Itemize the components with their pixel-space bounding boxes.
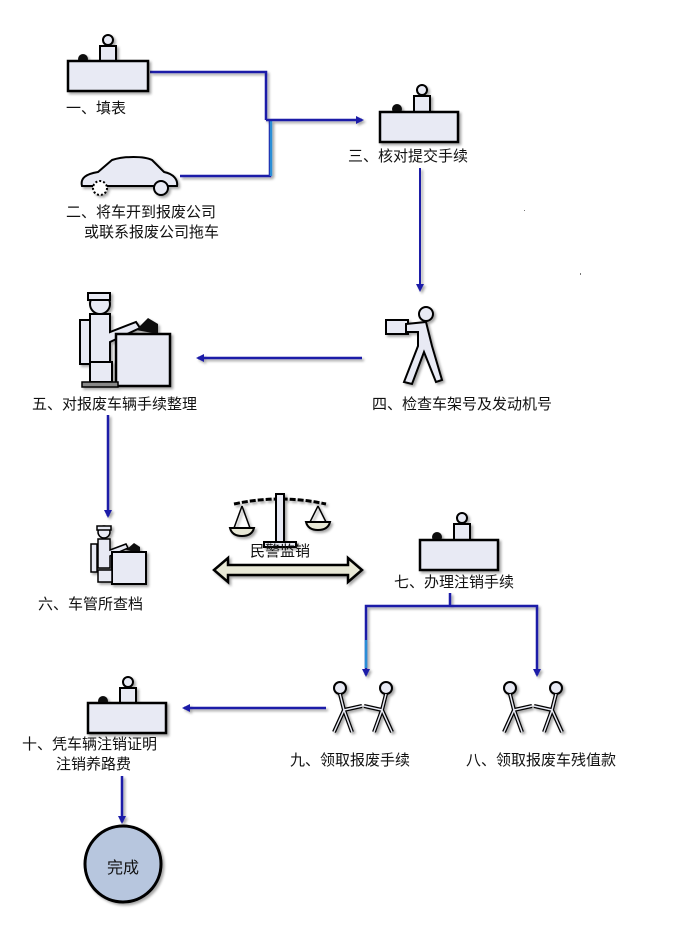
step2-label-line1: 二、将车开到报废公司	[66, 203, 217, 221]
speck	[580, 273, 581, 275]
step5-label: 五、对报废车辆手续整理	[32, 395, 198, 413]
car-icon	[80, 156, 179, 196]
connector-step7-step9	[362, 604, 450, 677]
step10-label-line1: 十、凭车辆注销证明	[22, 735, 158, 753]
desk-clerk-icon	[66, 34, 150, 93]
step8-label: 八、领取报废车残值款	[466, 751, 617, 769]
speck	[524, 210, 525, 211]
step3-label: 三、核对提交手续	[348, 147, 469, 165]
connectors	[104, 70, 541, 824]
desk-clerk-icon	[86, 676, 168, 735]
handshake-icon	[502, 681, 564, 733]
desk-clerk-icon	[378, 84, 460, 144]
desk-clerk-icon	[418, 512, 500, 572]
computer-worker-icon	[90, 525, 147, 585]
done-node	[83, 824, 163, 904]
connector-step2-merge	[180, 121, 272, 178]
scales-icon	[228, 493, 332, 548]
step6-label: 六、车管所查档	[38, 595, 144, 613]
computer-worker-icon	[79, 292, 172, 388]
connector-step7-step8	[450, 604, 541, 677]
step4-label: 四、检查车架号及发动机号	[372, 395, 553, 413]
step10-label-line2: 注销养路费	[56, 755, 132, 773]
done-label: 完成	[107, 858, 140, 877]
step1-label: 一、填表	[66, 99, 127, 117]
supervision-label: 民警监销	[250, 542, 311, 560]
step2-label-line2: 或联系报废公司拖车	[84, 223, 220, 241]
double-arrow-band	[212, 555, 364, 585]
handshake-icon	[332, 681, 394, 733]
step7-label: 七、办理注销手续	[394, 573, 515, 591]
step9-label: 九、领取报废手续	[290, 751, 411, 769]
walking-person-icon	[385, 306, 444, 386]
connector-step1-merge	[150, 70, 268, 120]
